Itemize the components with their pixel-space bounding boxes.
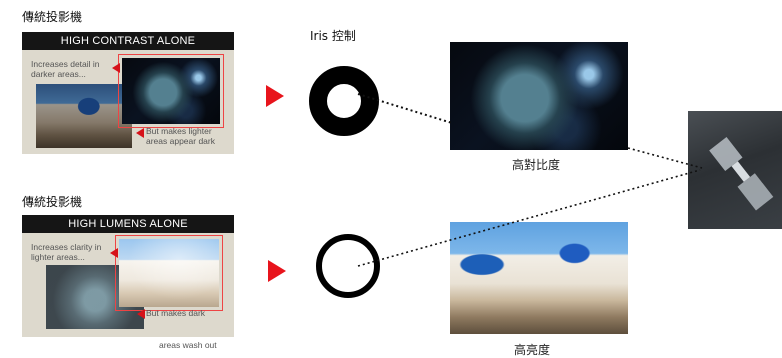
lumens-pointer-left [110, 248, 118, 258]
lumens-pointer-right [137, 309, 145, 319]
arrow-to-iris-bottom [268, 260, 286, 282]
arrow-to-iris-top [266, 85, 284, 107]
connector-contrast-to-combined [627, 147, 703, 169]
iris-open-ring [316, 234, 380, 298]
top-section-title: 傳統投影機 [22, 10, 83, 24]
high-lumens-panel: HIGH LUMENS ALONE Increases clarity in l… [22, 215, 234, 337]
high-contrast-header: HIGH CONTRAST ALONE [22, 32, 234, 50]
iris-label: Iris 控制 [310, 29, 356, 43]
iris-closed-ring [309, 66, 379, 136]
high-brightness-label: 高亮度 [514, 343, 551, 357]
contrast-sample-space [122, 58, 220, 124]
contrast-highlight-frame [118, 54, 224, 128]
high-contrast-panel: HIGH CONTRAST ALONE Increases detail in … [22, 32, 234, 154]
contrast-note-right: But makes lighter areas appear dark [146, 126, 215, 146]
lumens-highlight-frame [115, 235, 223, 311]
connector-iris-to-contrast [357, 93, 453, 124]
high-contrast-result-image [450, 42, 628, 150]
high-lumens-header: HIGH LUMENS ALONE [22, 215, 234, 233]
contrast-pointer-left [112, 63, 120, 73]
contrast-note-left: Increases detail in darker areas... [31, 59, 100, 79]
contrast-pointer-right [136, 128, 144, 138]
connector-brightness-to-combined [357, 169, 701, 267]
high-contrast-label: 高對比度 [512, 158, 561, 172]
lumens-note-left: Increases clarity in lighter areas... [31, 242, 102, 262]
satellite-icon [709, 137, 774, 211]
lumens-note-right-line1: But makes dark [146, 308, 206, 318]
combined-result-image [688, 111, 782, 229]
contrast-sample-santorini [36, 84, 132, 148]
bottom-section-title: 傳統投影機 [22, 195, 83, 209]
lumens-sample-santorini [119, 239, 219, 307]
high-brightness-result-image [450, 222, 628, 334]
lumens-note-right-line2: areas wash out [159, 340, 217, 350]
